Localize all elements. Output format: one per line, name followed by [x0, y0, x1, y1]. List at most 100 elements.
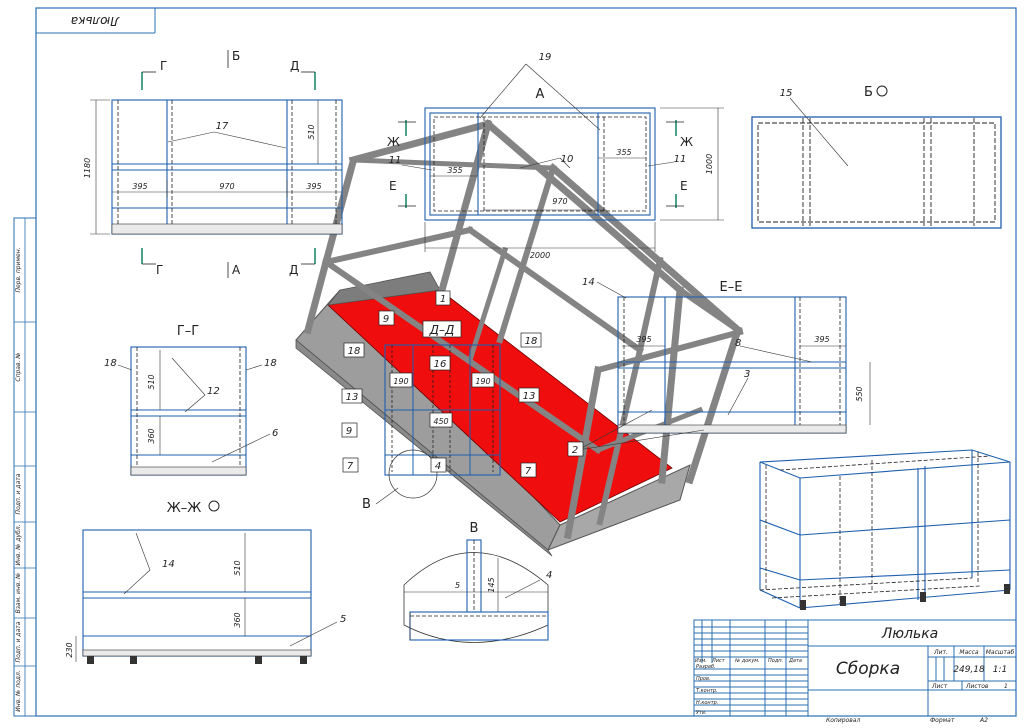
- side-cell-2: Справ. №: [15, 352, 22, 381]
- view-b: Б 15: [751, 85, 1002, 229]
- side-cell-6: Подп. и дата: [15, 621, 22, 662]
- front-dim-middle: 970: [219, 182, 234, 191]
- zhzh-dim-base: 230: [65, 642, 74, 657]
- dd-callout-7-right: 7: [525, 466, 532, 477]
- section-zhzh: Ж–Ж 14 5 510 360 230: [65, 500, 346, 664]
- top-a-dim-left: 355: [447, 166, 462, 175]
- dd-callout-1: 1: [440, 294, 446, 305]
- dd-callout-18-left: 18: [348, 346, 361, 357]
- dd-callout-4: 4: [435, 461, 441, 472]
- front-marker-a: А: [232, 263, 241, 277]
- sheet-frame: [13, 7, 1017, 717]
- ee-callout-8: 8: [735, 338, 741, 349]
- top-a-dim-right: 355: [616, 148, 631, 157]
- front-marker-d-top: Д: [290, 59, 299, 73]
- gg-dim-lower: 360: [147, 428, 156, 443]
- detail-v-title: В: [470, 521, 479, 536]
- section-gg: Г–Г 18 12 18 6 510 360: [104, 324, 278, 476]
- top-a-dim-length: 2000: [530, 251, 550, 260]
- ee-callout-2: 2: [572, 445, 578, 456]
- tb-mass: 249,18: [953, 665, 985, 675]
- ee-dim-height: 550: [855, 386, 864, 401]
- tb-row-label-2: Лист: [711, 658, 726, 664]
- tb-sheet-label: Лист: [931, 683, 948, 690]
- gg-callout-12: 12: [207, 386, 220, 397]
- tb-row-label-4: Подп.: [768, 658, 783, 664]
- top-a-marker-e-right: Е: [680, 179, 688, 193]
- dd-callout-13-right: 13: [523, 391, 536, 402]
- section-ee: Е–Е 14 8 3 2 395 395 550: [567, 277, 871, 457]
- tb-row-label-5: Дата: [788, 658, 802, 664]
- top-a-callout-11-right: 11: [674, 154, 687, 165]
- top-a-dim-depth: 1000: [705, 154, 714, 174]
- front-dim-left: 395: [132, 182, 147, 191]
- side-cell-7: Инв. № подл.: [15, 670, 22, 711]
- dd-callout-9-bottom: 9: [346, 426, 352, 437]
- side-cell-4: Инв. № дубл.: [15, 524, 22, 565]
- zhzh-callout-14: 14: [162, 559, 175, 570]
- top-a-dim-middle: 970: [552, 197, 567, 206]
- side-cell-5: Взам. инв. №: [15, 573, 22, 614]
- front-dim-height: 1180: [83, 158, 92, 178]
- ee-dim-right: 395: [814, 335, 829, 344]
- tb-format-label: Формат: [930, 717, 955, 724]
- isometric-model: [295, 119, 744, 557]
- gg-callout-18-right: 18: [264, 358, 277, 369]
- tb-row-label-3: № докум.: [734, 658, 760, 664]
- front-dim-right: 395: [306, 182, 321, 191]
- tb-doc-name: Сборка: [836, 659, 900, 679]
- dd-callout-7-left: 7: [347, 461, 354, 472]
- tb-role-1: Разраб.: [696, 664, 716, 670]
- detail-v-dim-height: 145: [487, 577, 496, 592]
- tb-role-5: Утв.: [696, 710, 707, 716]
- view-b-title: Б: [864, 85, 873, 100]
- front-marker-g-bottom: Г: [156, 263, 163, 277]
- side-stamp-labels: Перв. примен. Справ. № Подп. и дата Инв.…: [15, 247, 22, 711]
- dd-dim-right: 190: [475, 377, 490, 386]
- small-isometric: [759, 449, 1011, 610]
- tb-scale: 1:1: [993, 665, 1007, 675]
- front-view: 1180 510 395 970 395 17 Г Б Д Г А Д: [83, 49, 343, 278]
- dd-callout-13-left: 13: [346, 392, 359, 403]
- ee-dim-left: 395: [636, 335, 651, 344]
- ee-callout-14: 14: [582, 277, 595, 288]
- tb-copied-label: Копировал: [826, 717, 860, 724]
- tb-format-value: А2: [979, 717, 988, 724]
- dd-dim-middle: 450: [433, 417, 448, 426]
- zhzh-callout-5: 5: [340, 614, 346, 625]
- front-callout-17: 17: [216, 121, 229, 132]
- gg-callout-18-left: 18: [104, 358, 117, 369]
- dd-callout-18-right: 18: [525, 336, 538, 347]
- front-marker-b: Б: [232, 49, 240, 63]
- tray-front-wall: [547, 464, 691, 551]
- dd-callout-16: 16: [434, 359, 447, 370]
- dd-callout-9-top: 9: [383, 314, 389, 325]
- tb-sheets-label: Листов: [965, 683, 989, 690]
- side-cell-1: Перв. примен.: [15, 247, 22, 292]
- tb-row-label-1: Изм.: [695, 658, 707, 664]
- corner-stamp: Люлька: [71, 14, 120, 28]
- top-a-callout-11-left: 11: [389, 155, 402, 166]
- view-b-callout-15: 15: [780, 88, 793, 99]
- dd-dim-left: 190: [393, 377, 408, 386]
- detail-v: В 4 5 145: [403, 521, 552, 643]
- top-a-title: А: [536, 87, 545, 102]
- dd-callouts: 1 Д–Д 9 18 16 18 190 190 13 13 450 9 7 4…: [341, 290, 542, 478]
- top-a-marker-zh-right: Ж: [680, 135, 693, 149]
- top-a-marker-e-left: Е: [389, 179, 397, 193]
- zhzh-dim-lower: 360: [233, 612, 242, 627]
- front-marker-g-top: Г: [160, 59, 167, 73]
- tb-lit-header: Лит.: [933, 649, 948, 656]
- side-cell-3: Подп. и дата: [15, 473, 22, 514]
- gg-title: Г–Г: [177, 324, 199, 339]
- zhzh-dim-upper: 510: [233, 560, 242, 575]
- top-view-a: А 19 11 10 11 355 355 970 1000 2000 Ж Е …: [387, 52, 724, 260]
- gg-dim-upper: 510: [147, 374, 156, 389]
- tb-role-3: Т.контр.: [696, 688, 718, 694]
- tb-mass-header: Масса: [959, 649, 978, 656]
- tb-role-4: Н.контр.: [696, 700, 718, 706]
- ee-title: Е–Е: [720, 280, 743, 295]
- tb-product: Люлька: [881, 626, 939, 642]
